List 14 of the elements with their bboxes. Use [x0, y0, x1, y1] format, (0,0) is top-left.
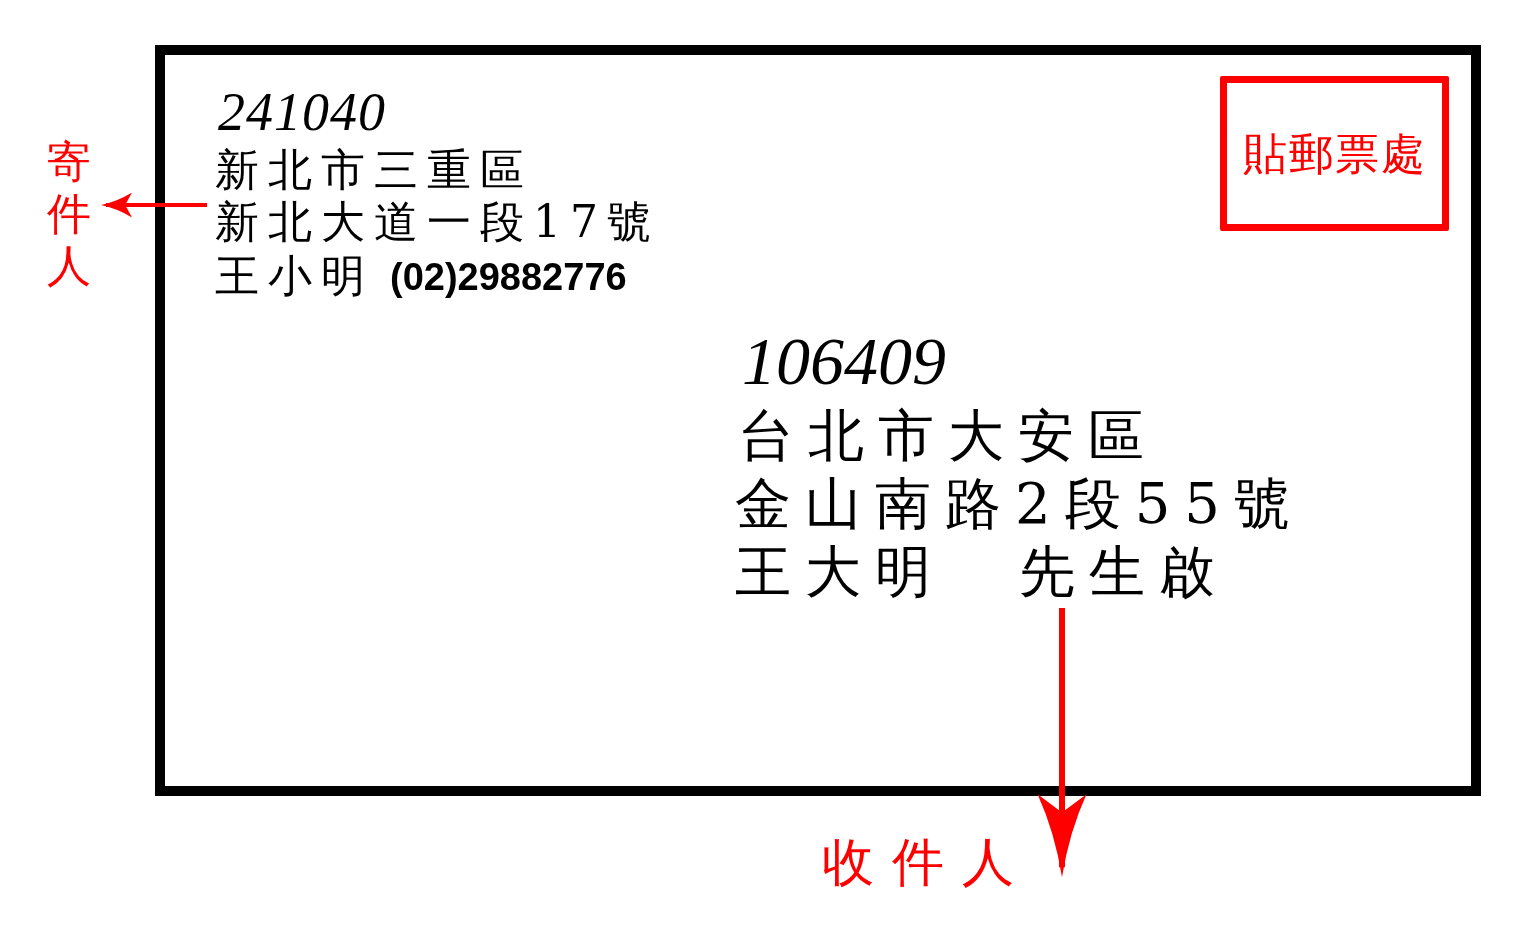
address-line: 台北市大安區: [738, 408, 1158, 464]
recipient-label: 收件人: [822, 836, 1032, 888]
address-line: 新北市三重區: [215, 148, 533, 192]
stamp-area: [1220, 76, 1449, 231]
address-line: 金山南路2段55號: [735, 476, 1304, 532]
sender-name: 王小明: [215, 254, 374, 298]
address-line: 新北大道一段17號: [215, 200, 660, 244]
recipient-name: 王大明 先生啟: [735, 544, 1229, 600]
postal-code: 106409: [742, 327, 946, 395]
sender-label: 寄件人: [47, 136, 91, 292]
stamp-label: 貼郵票處: [1242, 131, 1427, 176]
postal-code: 241040: [218, 85, 386, 139]
phone-number: (02)29882776: [390, 258, 627, 296]
envelope-outline: [155, 45, 1481, 796]
